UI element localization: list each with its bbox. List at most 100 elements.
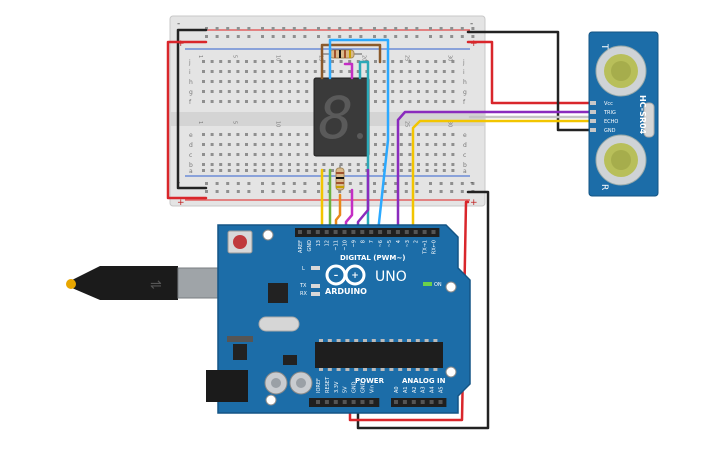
rail-hole[interactable] — [261, 35, 264, 38]
breadboard-hole[interactable] — [288, 153, 291, 156]
breadboard-hole[interactable] — [296, 169, 300, 172]
breadboard-hole[interactable] — [279, 90, 283, 93]
breadboard-hole[interactable] — [382, 90, 386, 93]
breadboard-hole[interactable] — [262, 133, 266, 136]
sensor-pin[interactable] — [590, 119, 596, 123]
breadboard-hole[interactable] — [451, 80, 455, 83]
rail-hole[interactable] — [429, 182, 432, 185]
breadboard-hole[interactable] — [288, 169, 291, 172]
rail-hole[interactable] — [327, 27, 331, 30]
breadboard-hole[interactable] — [253, 143, 257, 146]
breadboard-hole[interactable] — [279, 133, 283, 136]
breadboard-hole[interactable] — [425, 80, 429, 83]
breadboard-hole[interactable] — [227, 70, 231, 73]
rail-hole[interactable] — [471, 182, 475, 185]
breadboard-hole[interactable] — [399, 100, 403, 103]
rail-hole[interactable] — [327, 35, 331, 38]
breadboard-hole[interactable] — [296, 80, 300, 83]
breadboard-hole[interactable] — [382, 60, 386, 63]
breadboard-hole[interactable] — [399, 90, 403, 93]
breadboard-hole[interactable] — [374, 100, 377, 103]
breadboard-hole[interactable] — [408, 100, 412, 103]
breadboard-hole[interactable] — [279, 80, 283, 83]
rail-hole[interactable] — [415, 182, 419, 185]
breadboard-hole[interactable] — [227, 133, 231, 136]
rail-hole[interactable] — [317, 35, 320, 38]
breadboard-hole[interactable] — [245, 143, 248, 146]
rail-hole[interactable] — [236, 182, 240, 185]
breadboard-hole[interactable] — [417, 143, 420, 146]
rail-hole[interactable] — [292, 35, 296, 38]
breadboard-hole[interactable] — [202, 60, 205, 63]
rail-hole[interactable] — [394, 182, 398, 185]
breadboard-hole[interactable] — [279, 169, 283, 172]
wire-black-gnd[interactable] — [466, 30, 592, 132]
rail-hole[interactable] — [415, 190, 419, 193]
breadboard-hole[interactable] — [236, 163, 240, 166]
rail-hole[interactable] — [373, 35, 376, 38]
rail-hole[interactable] — [247, 190, 251, 193]
breadboard-hole[interactable] — [210, 90, 214, 93]
breadboard-hole[interactable] — [408, 143, 412, 146]
breadboard-hole[interactable] — [227, 163, 231, 166]
breadboard-hole[interactable] — [374, 80, 377, 83]
breadboard-hole[interactable] — [288, 60, 291, 63]
rail-hole[interactable] — [429, 27, 432, 30]
breadboard-hole[interactable] — [202, 80, 205, 83]
breadboard-hole[interactable] — [245, 153, 248, 156]
rail-hole[interactable] — [348, 27, 352, 30]
rail-hole[interactable] — [303, 190, 307, 193]
breadboard-hole[interactable] — [245, 60, 248, 63]
breadboard-hole[interactable] — [262, 100, 266, 103]
breadboard-hole[interactable] — [219, 143, 223, 146]
breadboard-hole[interactable] — [305, 143, 309, 146]
rail-hole[interactable] — [205, 182, 208, 185]
reset-button-cap[interactable] — [233, 235, 247, 249]
breadboard-hole[interactable] — [202, 153, 205, 156]
rail-hole[interactable] — [205, 27, 208, 30]
breadboard-hole[interactable] — [305, 80, 309, 83]
breadboard-hole[interactable] — [245, 163, 248, 166]
rail-hole[interactable] — [317, 27, 320, 30]
breadboard-hole[interactable] — [348, 70, 352, 73]
breadboard-hole[interactable] — [262, 163, 266, 166]
breadboard-hole[interactable] — [348, 60, 352, 63]
breadboard-hole[interactable] — [288, 163, 291, 166]
breadboard-hole[interactable] — [253, 100, 257, 103]
rail-hole[interactable] — [460, 27, 464, 30]
seven-segment-display[interactable]: 8 — [313, 77, 370, 157]
breadboard-hole[interactable] — [374, 133, 377, 136]
digital-pin-socket[interactable] — [306, 230, 311, 234]
analog-pin-socket[interactable] — [438, 400, 443, 404]
rail-hole[interactable] — [338, 35, 342, 38]
rail-hole[interactable] — [429, 35, 432, 38]
breadboard-hole[interactable] — [202, 90, 205, 93]
breadboard-hole[interactable] — [417, 90, 420, 93]
analog-pin-socket[interactable] — [394, 400, 398, 404]
breadboard-hole[interactable] — [399, 80, 403, 83]
breadboard-hole[interactable] — [253, 133, 257, 136]
rail-hole[interactable] — [236, 27, 240, 30]
breadboard-hole[interactable] — [434, 169, 438, 172]
breadboard-hole[interactable] — [451, 143, 455, 146]
breadboard-hole[interactable] — [296, 100, 300, 103]
breadboard-hole[interactable] — [434, 143, 438, 146]
breadboard-hole[interactable] — [288, 80, 291, 83]
sensor-pin[interactable] — [590, 128, 596, 132]
analog-pin-socket[interactable] — [420, 400, 425, 404]
rail-hole[interactable] — [439, 190, 443, 193]
breadboard-hole[interactable] — [210, 70, 214, 73]
breadboard-hole[interactable] — [451, 100, 455, 103]
rail-hole[interactable] — [271, 190, 275, 193]
power-pin-socket[interactable] — [316, 400, 320, 404]
breadboard-hole[interactable] — [451, 133, 455, 136]
breadboard-hole[interactable] — [313, 60, 317, 63]
digital-pin-header[interactable] — [295, 228, 440, 237]
breadboard-hole[interactable] — [425, 90, 429, 93]
breadboard-hole[interactable] — [262, 169, 266, 172]
breadboard-hole[interactable] — [236, 60, 240, 63]
breadboard-hole[interactable] — [279, 100, 283, 103]
breadboard-hole[interactable] — [331, 163, 334, 166]
breadboard-hole[interactable] — [262, 143, 266, 146]
